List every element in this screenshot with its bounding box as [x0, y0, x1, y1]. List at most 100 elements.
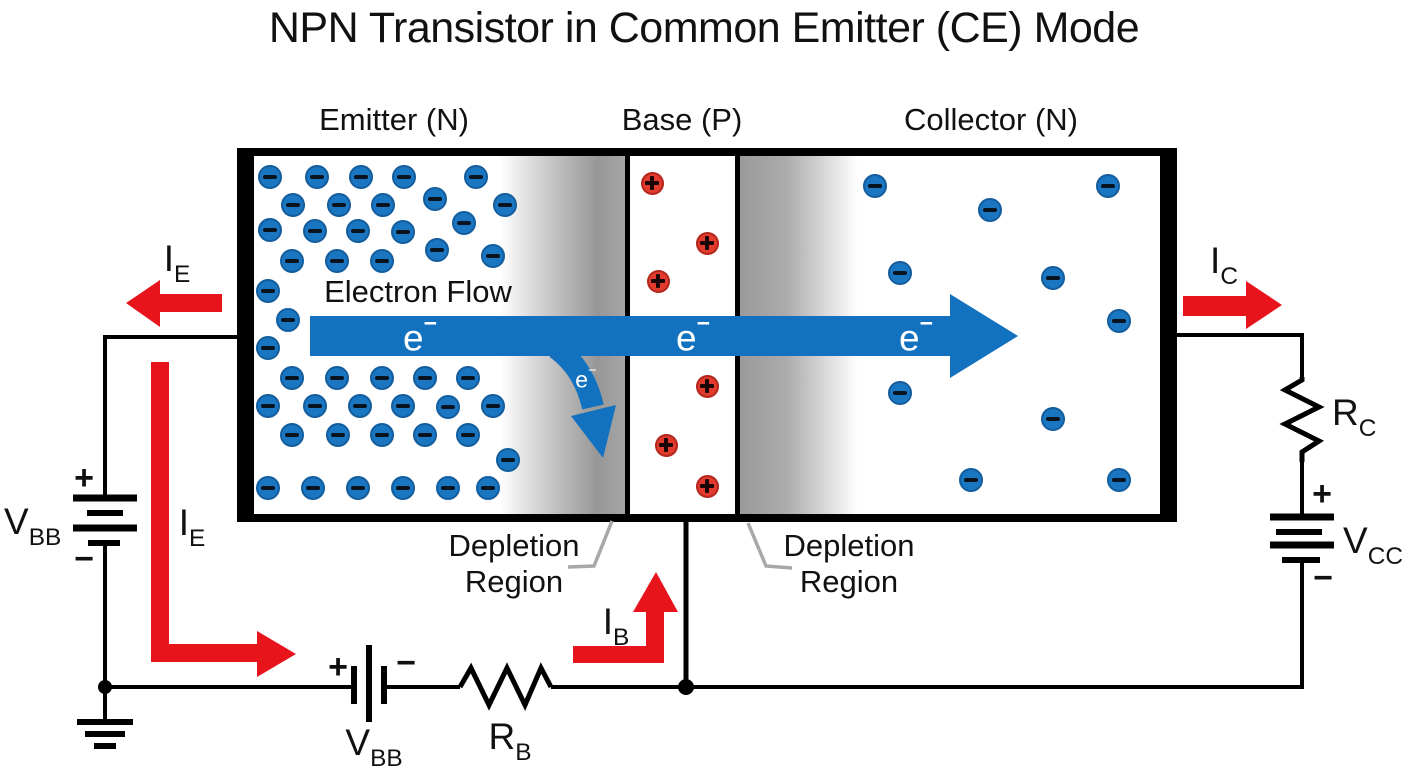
electron-particle [305, 165, 329, 189]
electron-particle [280, 423, 304, 447]
electron-particle [436, 476, 460, 500]
electron-particle [280, 366, 304, 390]
electron-particle [863, 174, 887, 198]
resistor-rb-zigzag [457, 662, 554, 711]
hole-particle [695, 474, 719, 498]
electron-particle [256, 336, 280, 360]
electron-particle [888, 261, 912, 285]
electron-particle [978, 198, 1002, 222]
emark-collector: e− [899, 309, 933, 359]
vbb-left-plus-sign: + [74, 459, 94, 497]
electron-particle [493, 193, 517, 217]
vbb-left-label: VBB [4, 501, 62, 552]
electron-particle [436, 395, 460, 419]
electron-particle [392, 165, 416, 189]
electron-particle [1107, 309, 1131, 333]
electron-particle [281, 193, 305, 217]
electron-particle [303, 219, 327, 243]
electron-particle [959, 468, 983, 492]
electron-particle [423, 187, 447, 211]
electron-particle [303, 394, 327, 418]
electron-flow-caption: Electron Flow [324, 274, 512, 309]
electron-particle [346, 219, 370, 243]
electron-particle [1041, 407, 1065, 431]
electron-particle [452, 211, 476, 235]
electron-particle [256, 476, 280, 500]
rc-label: RC [1332, 392, 1377, 443]
hole-particle [646, 269, 670, 293]
emark-emitter: e− [403, 309, 437, 359]
electron-particle [258, 218, 282, 242]
electron-particle [1041, 266, 1065, 290]
electron-particle [348, 394, 372, 418]
hole-particle [695, 231, 719, 255]
electron-particle [481, 394, 505, 418]
electron-particle [481, 244, 505, 268]
electron-particle [370, 423, 394, 447]
junction-dot-base [678, 679, 694, 695]
vbb-left-minus-sign: − [74, 540, 94, 578]
electron-particle [476, 476, 500, 500]
ib-label: IB [602, 601, 630, 652]
depletion-right-line2: Region [799, 564, 899, 599]
resistor-rc-zigzag [1279, 377, 1325, 462]
vbb-bottom-plus-sign: + [328, 648, 348, 686]
emark-branch: e− [575, 361, 597, 393]
depletion-left-line2: Region [464, 564, 564, 599]
ic-label: IC [1210, 240, 1238, 291]
electron-particle [391, 394, 415, 418]
vbb-bottom-minus-sign: − [396, 644, 416, 682]
electron-particle [370, 249, 394, 273]
electron-particle [413, 366, 437, 390]
electron-particle [346, 476, 370, 500]
collector-wire [1177, 333, 1304, 377]
electron-particle [888, 381, 912, 405]
ie-left-label: IE [178, 502, 206, 553]
depletion-region-left-label: Depletion Region [449, 528, 580, 600]
electron-particle [464, 165, 488, 189]
bottom-left-wire [103, 545, 351, 689]
vcc-label: VCC [1343, 520, 1403, 571]
electron-particle [413, 423, 437, 447]
electron-flow-arrow-band [310, 316, 950, 356]
hole-particle [695, 374, 719, 398]
electron-particle [391, 220, 415, 244]
electron-particle [1107, 468, 1131, 492]
electron-particle [327, 193, 351, 217]
electron-particle [325, 249, 349, 273]
hole-particle [640, 171, 664, 195]
electron-particle [301, 476, 325, 500]
electron-particle [496, 448, 520, 472]
electron-particle [325, 366, 349, 390]
vcc-minus-sign: − [1313, 559, 1333, 597]
junction-dot-left [98, 680, 112, 694]
electron-particle [256, 279, 280, 303]
emark-base: e− [676, 309, 710, 359]
depletion-right-line1: Depletion [783, 528, 915, 563]
electron-particle [425, 238, 449, 262]
diagram-title: NPN Transistor in Common Emitter (CE) Mo… [268, 4, 1140, 52]
electron-particle [1096, 174, 1120, 198]
electron-particle [258, 165, 282, 189]
emitter-wire [103, 335, 237, 495]
base-region-label: Base (P) [621, 102, 743, 137]
electron-particle [349, 165, 373, 189]
electron-particle [456, 423, 480, 447]
electron-particle [276, 308, 300, 332]
ie-top-label: IE [163, 238, 191, 289]
hole-particle [654, 433, 678, 457]
rb-label: RB [488, 716, 532, 767]
bottom-right-wire [551, 562, 1304, 689]
electron-particle [391, 476, 415, 500]
electron-particle [370, 366, 394, 390]
vcc-plus-sign: + [1312, 475, 1332, 513]
electron-particle [371, 193, 395, 217]
collector-region-label: Collector (N) [904, 102, 1078, 137]
vbb-bottom-label: VBB [345, 722, 403, 768]
electron-particle [280, 249, 304, 273]
electron-particle [256, 394, 280, 418]
depletion-left-line1: Depletion [448, 528, 580, 563]
emitter-region-label: Emitter (N) [319, 102, 469, 137]
electron-particle [456, 366, 480, 390]
